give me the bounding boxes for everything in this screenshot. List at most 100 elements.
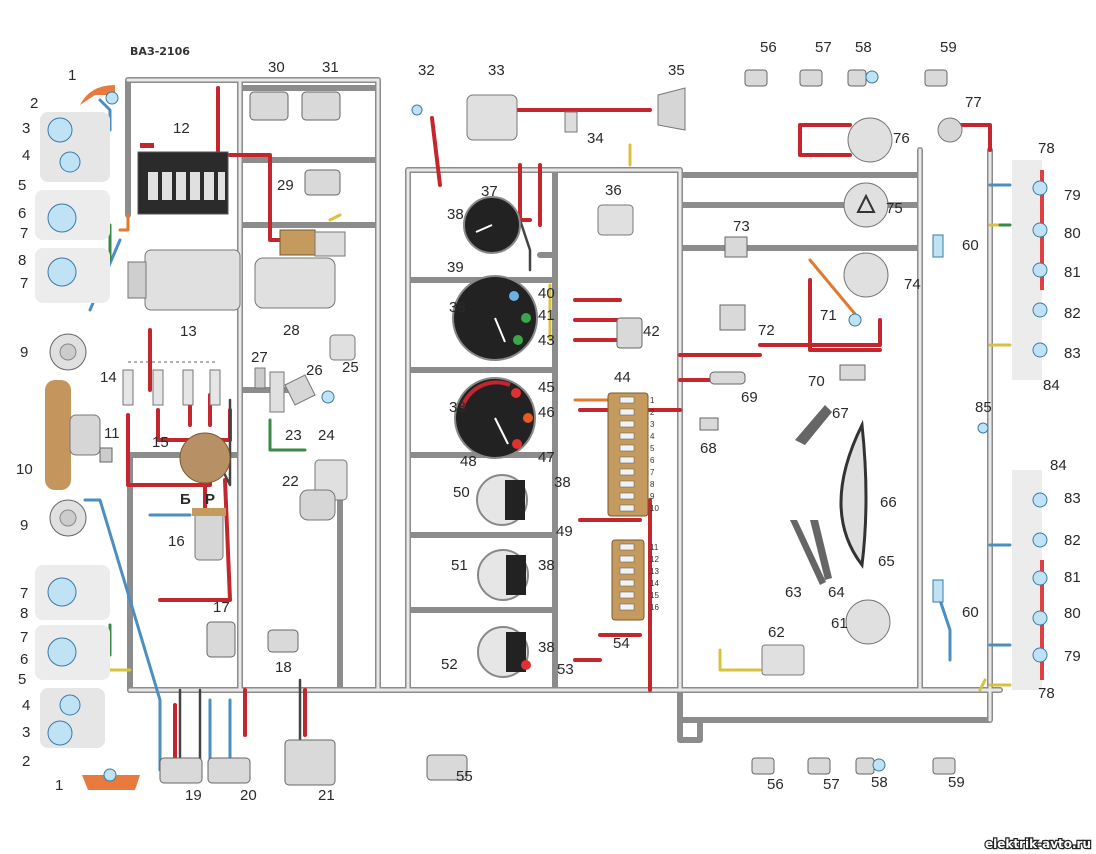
callout-label-78: 78	[1038, 140, 1055, 157]
callout-label-55: 55	[456, 768, 473, 785]
lamp-icon	[411, 104, 423, 116]
oil-pressure-sensor-icon	[329, 334, 356, 361]
headlight-icon	[47, 203, 77, 233]
callout-label-2: 2	[30, 95, 38, 112]
callout-label-44: 44	[614, 369, 631, 386]
callout-label-80: 80	[1064, 225, 1081, 242]
lamp-icon	[1032, 570, 1048, 586]
courtesy-lamp-icon	[855, 757, 875, 775]
sensor-icon	[724, 236, 748, 258]
callout-label-2: 2	[22, 753, 30, 770]
fuse-icon	[619, 396, 635, 404]
engine-sensors	[254, 334, 356, 521]
door-switch-icon	[932, 757, 956, 775]
callout-label-27: 27	[251, 349, 268, 366]
fuse-number: 7	[650, 468, 655, 477]
callout-label-38: 38	[447, 206, 464, 223]
warning-lamp-red-icon	[511, 388, 521, 398]
callout-label-38: 38	[538, 639, 555, 656]
door-switch-icon	[751, 757, 775, 775]
fuse-number: 9	[650, 492, 655, 501]
callout-label-59: 59	[948, 774, 965, 791]
steering-wheel-icon	[839, 419, 868, 569]
fuse-number: 12	[650, 555, 659, 564]
relay-icon	[761, 644, 805, 676]
switch-icon	[839, 364, 866, 381]
fan-motor-icon	[69, 414, 101, 456]
fuse-block-44	[607, 392, 649, 517]
hazard-switch-icon	[843, 182, 889, 228]
callout-label-41: 41	[538, 307, 555, 324]
callout-label-67: 67	[832, 405, 849, 422]
callout-label-9: 9	[20, 517, 28, 534]
callout-label-7: 7	[20, 225, 28, 242]
fuse-icon	[932, 579, 944, 603]
callout-label-74: 74	[904, 276, 921, 293]
callout-label-30: 30	[268, 59, 285, 76]
ignition-coil-icon	[194, 511, 224, 561]
callout-label-69: 69	[741, 389, 758, 406]
lamp-icon	[1032, 302, 1048, 318]
fuse-number: 2	[650, 408, 655, 417]
fuse-icon	[619, 444, 635, 452]
callout-label-60: 60	[962, 604, 979, 621]
lamp-icon	[1032, 342, 1048, 358]
fuse-number: 10	[650, 504, 659, 513]
starter-icon	[254, 257, 336, 309]
courtesy-lamp-icon	[847, 69, 867, 87]
callout-label-37: 37	[481, 183, 498, 200]
fuse-icon	[932, 234, 944, 258]
callout-label-32: 32	[418, 62, 435, 79]
relay-icon	[249, 91, 289, 121]
callout-label-4: 4	[22, 697, 30, 714]
callout-label-5: 5	[18, 177, 26, 194]
warning-lamp-blue-icon	[509, 291, 519, 301]
callout-label-80: 80	[1064, 605, 1081, 622]
callout-label-14: 14	[100, 369, 117, 386]
callout-label-3: 3	[22, 724, 30, 741]
relay-icon	[206, 621, 236, 658]
connector-icon	[267, 629, 299, 653]
fuse-number: 6	[650, 456, 655, 465]
callout-label-15: 15	[152, 434, 169, 451]
fuse-icon	[619, 468, 635, 476]
sensor-icon	[284, 374, 316, 406]
fuse-icon	[619, 480, 635, 488]
door-switch-icon	[924, 69, 948, 87]
headlight-icon	[47, 257, 77, 287]
callout-label-6: 6	[20, 651, 28, 668]
callout-label-83: 83	[1064, 345, 1081, 362]
callout-label-21: 21	[318, 787, 335, 804]
callout-label-10: 10	[16, 461, 33, 478]
fuse-icon	[619, 579, 635, 587]
bottom-left-units	[159, 621, 336, 786]
callout-label-9: 9	[20, 344, 28, 361]
callout-label-64: 64	[828, 584, 845, 601]
door-switch-icon	[799, 69, 823, 87]
generator-starter	[127, 229, 346, 311]
callout-label-16: 16	[168, 533, 185, 550]
right-middle-controls	[699, 117, 989, 676]
switch-icon	[699, 417, 719, 431]
callout-label-5: 5	[18, 671, 26, 688]
heater-switch-icon	[657, 87, 686, 131]
callout-label-1: 1	[68, 67, 76, 84]
component-labels: 1234567879101197876543211213141516171819…	[16, 39, 1081, 804]
lamp-icon	[1032, 610, 1048, 626]
fuse-icon	[619, 555, 635, 563]
fuse-number: 3	[650, 420, 655, 429]
callout-label-34: 34	[587, 130, 604, 147]
callout-label-24: 24	[318, 427, 335, 444]
callout-label-7: 7	[20, 585, 28, 602]
warning-lamp-green-icon	[521, 313, 531, 323]
fuse-number: 13	[650, 567, 659, 576]
callout-label-4: 4	[22, 147, 30, 164]
callout-label-50: 50	[453, 484, 470, 501]
heater-group	[411, 87, 686, 141]
callout-label-31: 31	[322, 59, 339, 76]
callout-label-52: 52	[441, 656, 458, 673]
fuse-icon	[619, 543, 635, 551]
callout-label-73: 73	[733, 218, 750, 235]
callout-label-38: 38	[449, 399, 466, 416]
